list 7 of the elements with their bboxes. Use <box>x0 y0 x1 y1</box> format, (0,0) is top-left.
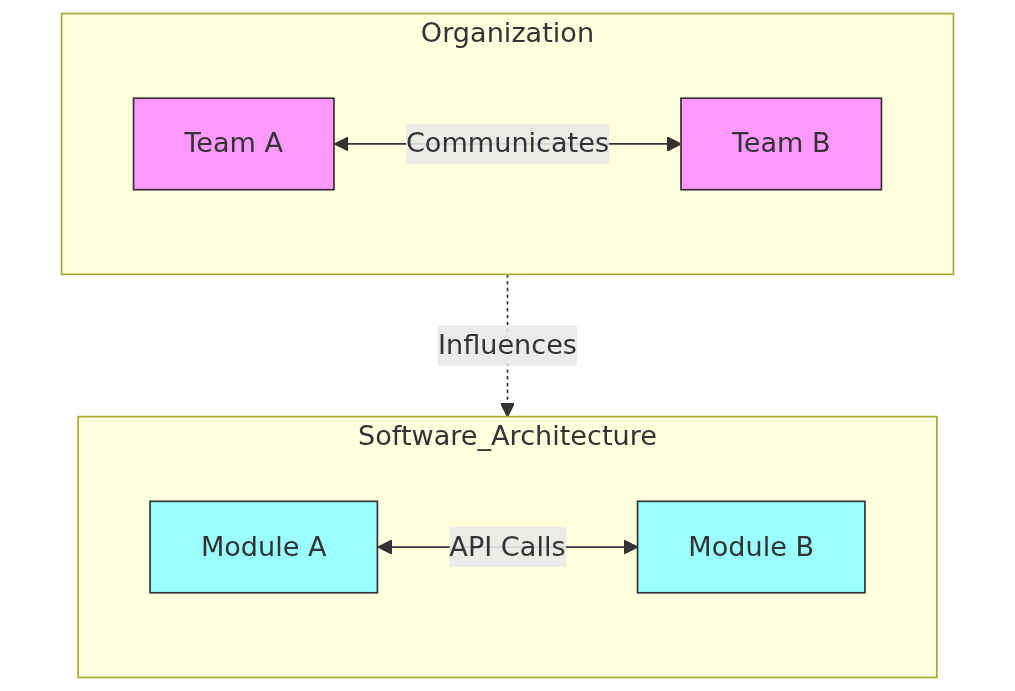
node-box: Team A <box>132 97 335 191</box>
node-box: Module B <box>636 500 866 594</box>
edge-label: Influences <box>438 328 577 361</box>
node-box: Team B <box>680 97 883 191</box>
edge-label: Communicates <box>405 127 610 160</box>
edge-label: API Calls <box>449 530 566 563</box>
node-box: Module A <box>149 500 379 594</box>
